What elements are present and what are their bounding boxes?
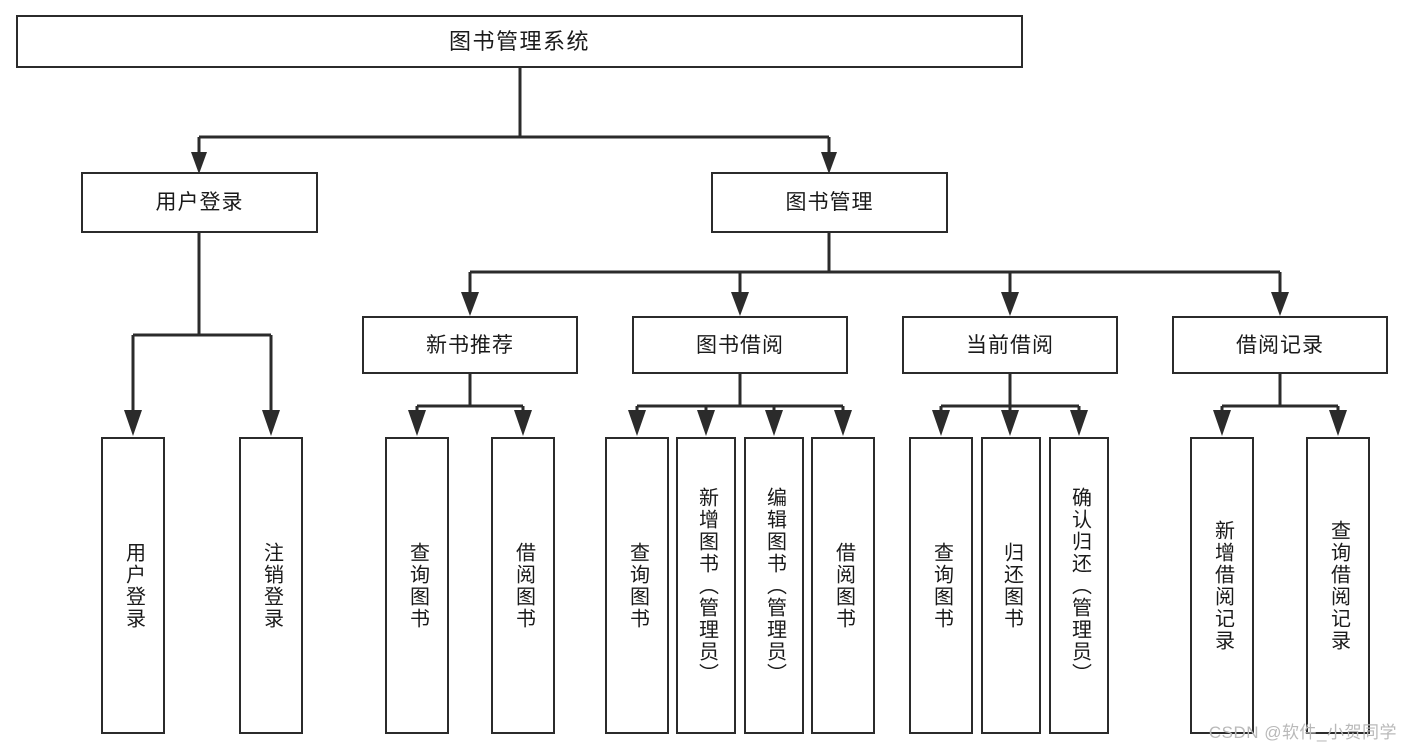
leaf-query-book-3[interactable]: 查询图书: [909, 437, 973, 734]
node-label: 新增借阅记录: [1211, 519, 1234, 652]
node-label: 新增图书（管理员）: [695, 486, 718, 685]
node-user-login[interactable]: 用户登录: [81, 172, 318, 233]
leaf-add-record[interactable]: 新增借阅记录: [1190, 437, 1254, 734]
node-label: 查询图书: [626, 541, 649, 630]
node-label: 用户登录: [155, 191, 244, 214]
node-label: 当前借阅: [966, 333, 1054, 357]
leaf-confirm-return[interactable]: 确认归还（管理员）: [1049, 437, 1109, 734]
node-new-book-recommend[interactable]: 新书推荐: [362, 316, 578, 374]
leaf-query-book-2[interactable]: 查询图书: [605, 437, 669, 734]
node-label: 新书推荐: [426, 333, 514, 357]
node-label: 图书管理: [785, 191, 874, 214]
node-root-system[interactable]: 图书管理系统: [16, 15, 1023, 68]
leaf-user-login[interactable]: 用户登录: [101, 437, 165, 734]
node-borrow-record[interactable]: 借阅记录: [1172, 316, 1388, 374]
node-label: 确认归还（管理员）: [1068, 486, 1091, 685]
leaf-borrow-book-2[interactable]: 借阅图书: [811, 437, 875, 734]
node-label: 查询借阅记录: [1327, 519, 1350, 652]
leaf-query-record[interactable]: 查询借阅记录: [1306, 437, 1370, 734]
leaf-borrow-book-1[interactable]: 借阅图书: [491, 437, 555, 734]
csdn-watermark: CSDN @软件_小贺同学: [1208, 723, 1397, 742]
node-label: 查询图书: [406, 541, 429, 630]
leaf-query-book-1[interactable]: 查询图书: [385, 437, 449, 734]
node-label: 借阅图书: [512, 541, 535, 630]
leaf-logout-login[interactable]: 注销登录: [239, 437, 303, 734]
node-label: 图书借阅: [696, 333, 784, 357]
node-label: 归还图书: [1000, 541, 1023, 630]
node-label: 借阅图书: [832, 541, 855, 630]
node-book-manage[interactable]: 图书管理: [711, 172, 948, 233]
node-label: 查询图书: [930, 541, 953, 630]
leaf-edit-book[interactable]: 编辑图书（管理员）: [744, 437, 804, 734]
leaf-add-book[interactable]: 新增图书（管理员）: [676, 437, 736, 734]
node-label: 图书管理系统: [448, 28, 590, 54]
leaf-return-book[interactable]: 归还图书: [981, 437, 1041, 734]
node-current-borrow[interactable]: 当前借阅: [902, 316, 1118, 374]
node-label: 借阅记录: [1236, 333, 1324, 357]
node-label: 注销登录: [260, 541, 283, 630]
node-label: 编辑图书（管理员）: [763, 486, 786, 685]
node-book-borrow[interactable]: 图书借阅: [632, 316, 848, 374]
node-label: 用户登录: [122, 541, 145, 630]
